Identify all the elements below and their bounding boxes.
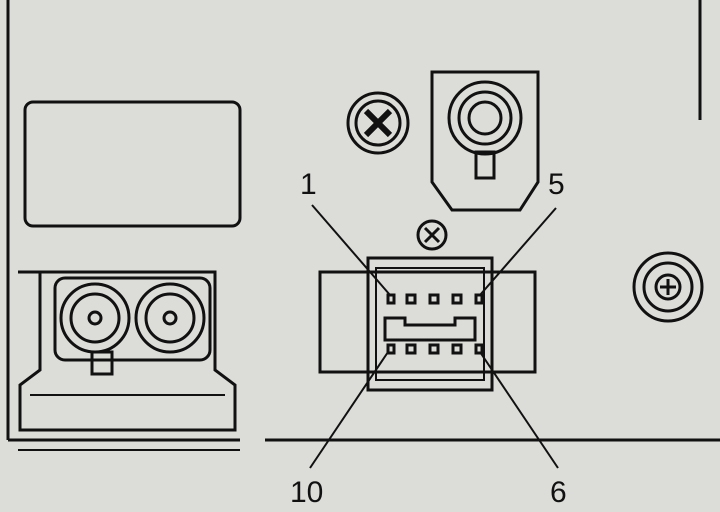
round-connector xyxy=(632,251,704,323)
pin-row-bottom xyxy=(386,343,484,355)
pin-label-1: 1 xyxy=(300,168,317,201)
pin-row-top xyxy=(386,293,484,305)
pin-label-6: 6 xyxy=(550,476,567,509)
pin-label-10: 10 xyxy=(290,476,324,509)
dual-rca-connector xyxy=(18,270,240,451)
screw-icon xyxy=(346,91,410,155)
single-rca-connector xyxy=(430,70,540,212)
leader-lines xyxy=(309,204,559,469)
label-plate xyxy=(23,100,242,228)
pin-label-5: 5 xyxy=(548,168,565,201)
ten-pin-connector xyxy=(318,256,537,392)
small-screw-icon xyxy=(416,219,448,251)
